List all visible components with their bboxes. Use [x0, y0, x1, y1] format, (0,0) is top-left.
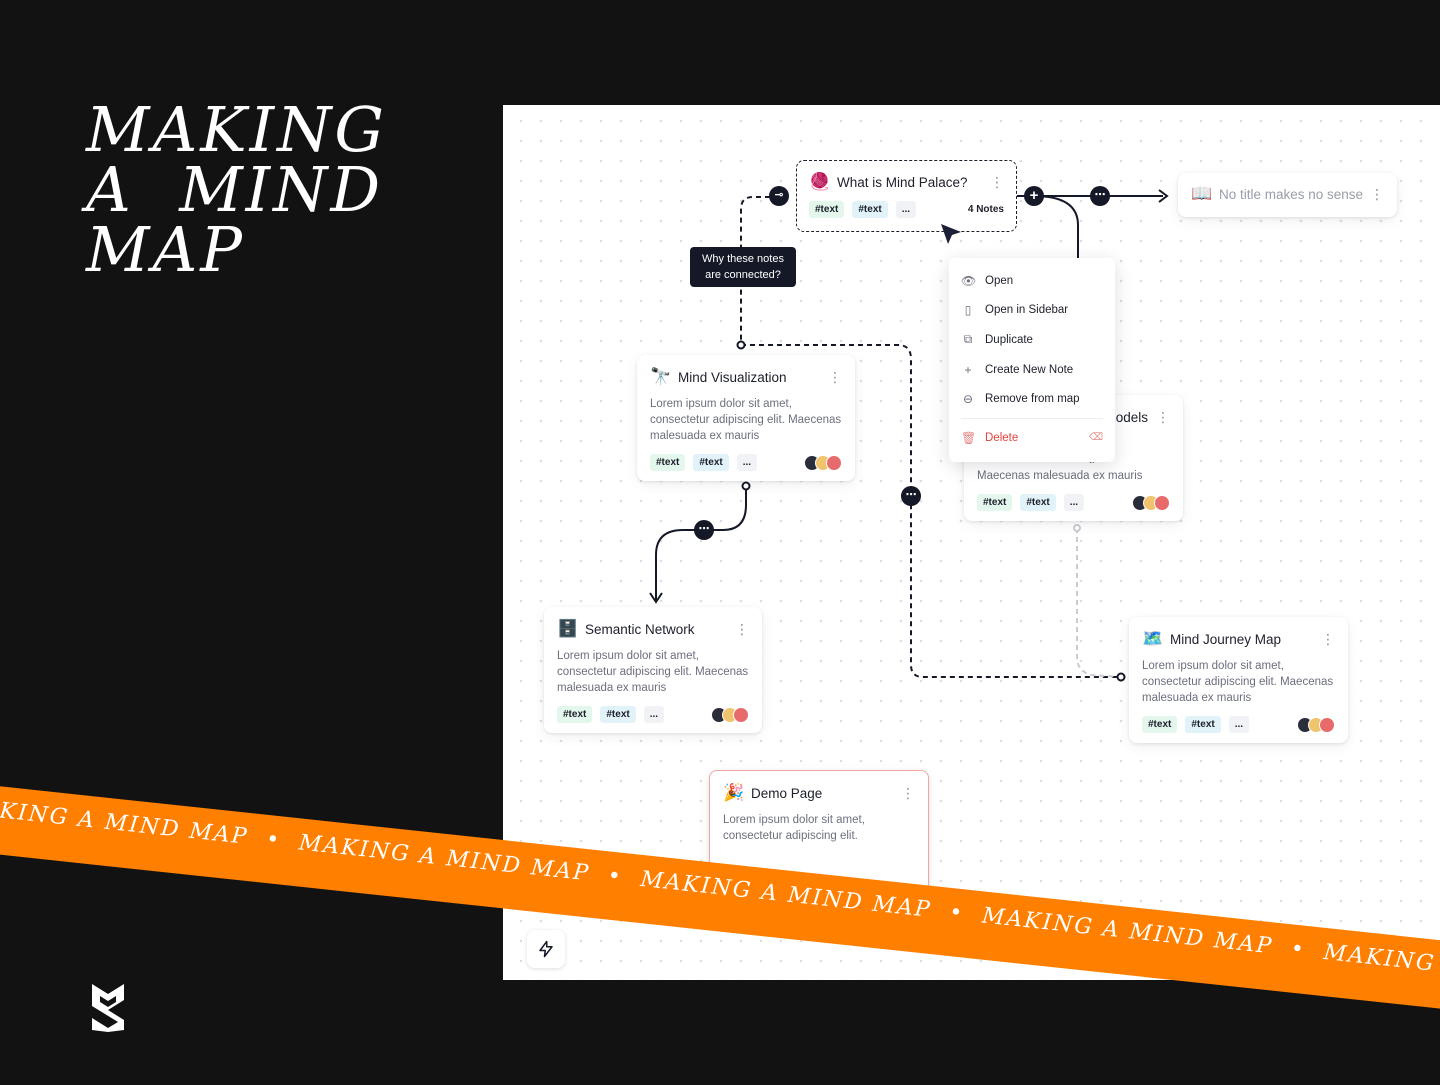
more-tags[interactable]: ... — [895, 201, 917, 218]
more-tags[interactable]: ... — [643, 706, 665, 723]
more-tags[interactable]: ... — [1228, 716, 1250, 733]
add-connection-button[interactable]: + — [1024, 186, 1044, 206]
tag[interactable]: #text — [809, 201, 845, 218]
menu-item-create-new-note[interactable]: + Create New Note — [949, 355, 1115, 385]
tag[interactable]: #text — [852, 201, 888, 218]
collaborator-avatars[interactable] — [1297, 716, 1335, 733]
menu-item-label: Open in Sidebar — [985, 304, 1069, 317]
card-title: Semantic Network — [585, 621, 695, 637]
menu-item-remove-from-map[interactable]: ⊖ Remove from map — [949, 384, 1115, 414]
note-card-no-title[interactable]: 📖 No title makes no sense ⋮ — [1178, 173, 1397, 217]
tooltip-line-1: Why these notes — [702, 253, 784, 265]
more-options-icon[interactable]: ⋮ — [1156, 409, 1170, 425]
connection-link-button[interactable]: ⊸ — [769, 186, 789, 206]
cabinet-icon: 🗄️ — [557, 619, 579, 638]
hero-title: MAKING A MIND MAP — [86, 93, 387, 286]
notes-count: 4 Notes — [967, 204, 1004, 215]
avatar — [826, 454, 842, 471]
hero-line-3: MAP — [86, 213, 245, 286]
connection-lines — [649, 189, 1169, 682]
card-title: Mind Visualization — [678, 369, 787, 385]
card-title: Mind Journey Map — [1170, 631, 1282, 647]
tag[interactable]: #text — [600, 706, 636, 723]
connection-tooltip: Why these notes are connected? — [690, 247, 796, 287]
sidebar-icon: ▯ — [964, 303, 972, 318]
trash-icon: 🗑 — [961, 430, 977, 445]
more-options-icon[interactable]: ⋮ — [828, 369, 842, 385]
plus-icon: + — [964, 362, 972, 377]
more-options-icon[interactable]: ⋮ — [735, 621, 749, 637]
minus-circle-icon: ⊖ — [962, 392, 974, 407]
card-title: odels — [1115, 409, 1148, 425]
context-menu: 👁 Open ▯ Open in Sidebar ⧉ Duplicate + C… — [949, 258, 1115, 462]
backspace-shortcut-icon: ⌫ — [1088, 432, 1103, 444]
more-options-icon[interactable]: ⋮ — [1370, 186, 1384, 202]
hero-line-2: A MIND — [86, 153, 384, 226]
telescope-icon: 🔭 — [650, 367, 672, 386]
tag[interactable]: #text — [1142, 716, 1178, 733]
card-body-line: Maecenas malesuada ex mauris — [977, 470, 1143, 482]
collaborator-avatars[interactable] — [711, 706, 749, 723]
note-card-semantic-network[interactable]: 🗄️ Semantic Network ⋮ Lorem ipsum dolor … — [544, 607, 762, 733]
note-card-mind-visualization[interactable]: 🔭 Mind Visualization ⋮ Lorem ipsum dolor… — [637, 355, 855, 481]
eye-icon: 👁 — [961, 273, 977, 288]
map-icon: 🗺️ — [1142, 629, 1164, 648]
avatar — [733, 706, 749, 723]
hero-line-1: MAKING — [86, 93, 387, 166]
tag[interactable]: #text — [650, 454, 686, 471]
connection-menu-button[interactable]: ⋯ — [901, 486, 921, 506]
card-body: Lorem ipsum dolor sit amet, consectetur … — [723, 814, 865, 842]
menu-item-open[interactable]: 👁 Open — [949, 266, 1115, 296]
duplicate-icon: ⧉ — [963, 332, 973, 347]
mind-map-canvas[interactable]: ⊸ + ⋯ ⋯ ⋯ 🧶 What is Mind Palace? ⋮ #text… — [503, 105, 1440, 980]
menu-divider — [961, 417, 1103, 419]
more-tags[interactable]: ... — [736, 454, 758, 471]
connection-menu-button[interactable]: ⋯ — [1090, 186, 1110, 206]
brand-logo — [92, 984, 124, 1032]
tag[interactable]: #text — [977, 494, 1013, 511]
book-icon: 📖 — [1191, 184, 1213, 203]
menu-item-duplicate[interactable]: ⧉ Duplicate — [949, 325, 1115, 355]
more-options-icon[interactable]: ⋮ — [990, 174, 1004, 190]
party-popper-icon: 🎉 — [723, 783, 745, 802]
mouse-cursor-icon — [941, 224, 961, 244]
tag[interactable]: #text — [693, 454, 729, 471]
menu-item-label: Create New Note — [985, 363, 1074, 376]
more-options-icon[interactable]: ⋮ — [901, 785, 915, 801]
menu-item-label: Remove from map — [985, 393, 1080, 406]
card-title: What is Mind Palace? — [837, 174, 968, 190]
collaborator-avatars[interactable] — [1132, 494, 1170, 511]
menu-item-label: Duplicate — [985, 333, 1033, 346]
tag[interactable]: #text — [1020, 494, 1056, 511]
card-body: Lorem ipsum dolor sit amet, consectetur … — [1142, 660, 1334, 704]
collaborator-avatars[interactable] — [804, 454, 842, 471]
menu-item-label: Delete — [985, 431, 1019, 444]
note-card-mind-palace[interactable]: 🧶 What is Mind Palace? ⋮ #text #text ...… — [796, 160, 1017, 232]
menu-item-delete[interactable]: 🗑 Delete ⌫ — [949, 423, 1115, 453]
menu-item-label: Open — [985, 274, 1014, 287]
lightning-icon — [539, 940, 553, 958]
yarn-icon: 🧶 — [809, 172, 831, 191]
note-card-mind-journey-map[interactable]: 🗺️ Mind Journey Map ⋮ Lorem ipsum dolor … — [1129, 617, 1348, 743]
quick-actions-button[interactable] — [527, 930, 565, 968]
card-title: Demo Page — [751, 785, 823, 801]
more-options-icon[interactable]: ⋮ — [1321, 631, 1335, 647]
card-body: Lorem ipsum dolor sit amet, consectetur … — [650, 398, 842, 442]
avatar — [1154, 494, 1170, 511]
tooltip-line-2: are connected? — [705, 269, 781, 281]
tag[interactable]: #text — [557, 706, 593, 723]
card-body: Lorem ipsum dolor sit amet, consectetur … — [557, 650, 749, 694]
more-tags[interactable]: ... — [1063, 494, 1085, 511]
connection-menu-button[interactable]: ⋯ — [694, 520, 714, 540]
avatar — [1319, 716, 1335, 733]
tag[interactable]: #text — [1185, 716, 1221, 733]
card-title: No title makes no sense — [1219, 186, 1364, 202]
menu-item-open-in-sidebar[interactable]: ▯ Open in Sidebar — [949, 296, 1115, 326]
